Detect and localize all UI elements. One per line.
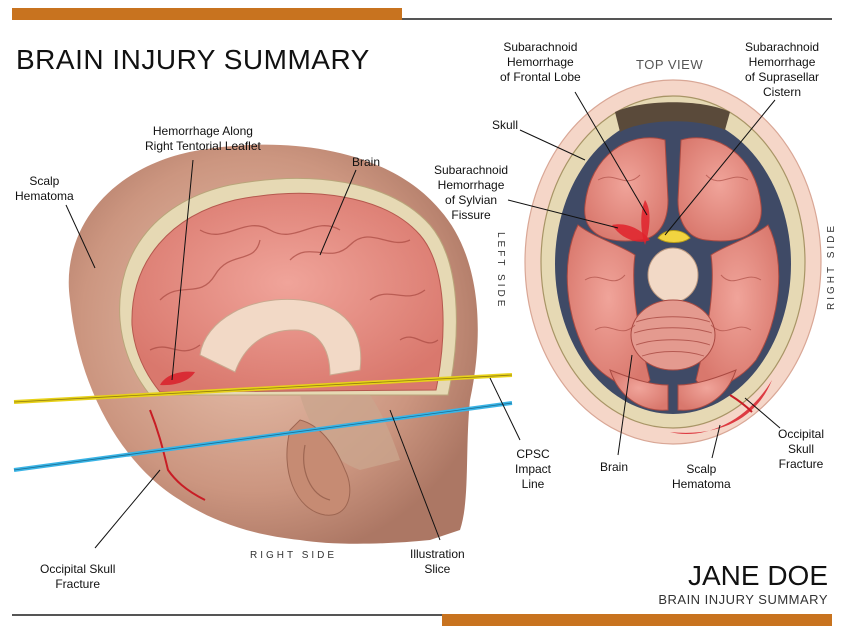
page-title: BRAIN INJURY SUMMARY	[16, 44, 370, 75]
brainstem	[647, 247, 699, 303]
label-sah-sylvian: Subarachnoid Hemorrhage of Sylvian Fissu…	[434, 163, 509, 222]
label-tentorial-hemorrhage: Hemorrhage Along Right Tentorial Leaflet	[145, 124, 261, 153]
label-sah-frontal: Subarachnoid Hemorrhage of Frontal Lobe	[500, 40, 581, 84]
ear	[286, 419, 351, 516]
occipital-fracture-axial	[729, 394, 753, 413]
axial-brain-illustration	[524, 79, 822, 445]
label-right-side-lateral: RIGHT SIDE	[250, 550, 338, 561]
bottom-divider-line	[12, 614, 442, 616]
top-divider-line	[402, 18, 832, 20]
brainstem-region	[300, 395, 400, 470]
patient-name: JANE DOE	[687, 560, 828, 591]
top-accent-bar	[12, 8, 402, 20]
left-occipital-lobe	[609, 369, 669, 411]
scalp-hematoma-axial	[670, 380, 772, 435]
lateral-head-illustration	[13, 144, 513, 544]
right-temporal-lobe	[695, 224, 780, 388]
label-cpsc-impact-line: CPSC Impact Line	[515, 447, 552, 491]
label-right-side-axial: RIGHT SIDE	[826, 222, 837, 310]
label-brain-axial: Brain	[600, 460, 629, 474]
label-skull: Skull	[492, 118, 519, 132]
label-brain-lateral: Brain	[352, 155, 381, 169]
occipital-fracture-line	[149, 409, 206, 501]
label-occipital-fracture-lateral: Occipital Skull Fracture	[40, 562, 116, 591]
label-occipital-fracture-axial: Occipital Skull Fracture	[778, 427, 825, 471]
top-view-label: TOP VIEW	[636, 57, 704, 72]
leader-lines	[65, 91, 781, 549]
right-frontal-lobe	[677, 137, 762, 242]
cerebellum	[630, 299, 716, 371]
bottom-accent-bar	[442, 614, 832, 626]
label-left-side-axial: LEFT SIDE	[495, 232, 506, 310]
sylvian-hemorrhage	[612, 224, 650, 242]
label-scalp-hematoma-axial: Scalp Hematoma	[672, 462, 731, 491]
frontal-hemorrhage	[641, 200, 650, 245]
patient-subtitle: BRAIN INJURY SUMMARY	[658, 592, 828, 607]
right-occipital-lobe	[677, 369, 737, 411]
corpus-callosum	[199, 298, 362, 376]
left-temporal-lobe	[566, 224, 651, 388]
label-scalp-hematoma-lateral: Scalp Hematoma	[15, 174, 74, 203]
tentorial-hemorrhage	[160, 371, 195, 386]
label-illustration-slice: Illustration Slice	[410, 547, 465, 576]
label-sah-suprasellar: Subarachnoid Hemorrhage of Suprasellar C…	[745, 40, 820, 99]
